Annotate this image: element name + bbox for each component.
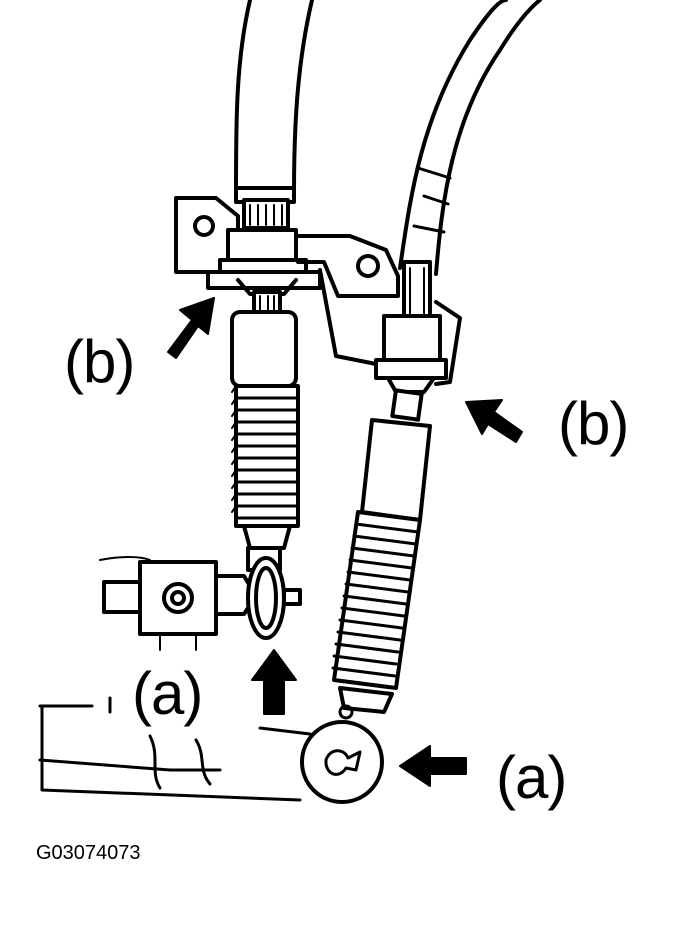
housing-outline xyxy=(38,556,312,802)
left-lever-joint xyxy=(102,546,302,651)
arrow-b-right xyxy=(465,399,523,443)
left-bracket xyxy=(174,196,322,296)
callout-a-left: (a) xyxy=(132,660,203,727)
callout-b-right: (b) xyxy=(558,390,629,457)
left-boot xyxy=(230,290,300,550)
callout-b-left: (b) xyxy=(64,328,135,395)
right-bracket xyxy=(296,234,462,394)
right-cable xyxy=(398,0,542,324)
left-cable xyxy=(234,0,314,230)
figure-code: G03074073 xyxy=(36,842,141,864)
arrow-a-left xyxy=(251,649,297,715)
right-boot xyxy=(331,388,432,714)
arrow-b-left xyxy=(167,297,215,359)
callout-a-right: (a) xyxy=(496,744,567,811)
arrow-a-right xyxy=(399,745,467,787)
right-lever-joint xyxy=(300,704,384,804)
